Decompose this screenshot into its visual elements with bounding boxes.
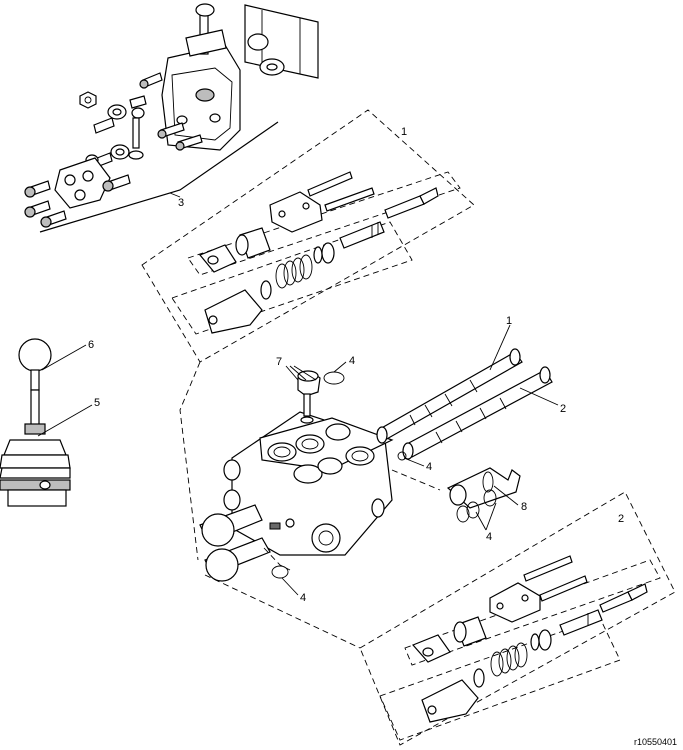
callout-3: 3 — [178, 197, 184, 209]
callout-6: 6 — [88, 339, 94, 351]
control-lever — [0, 338, 71, 507]
valve-body — [199, 411, 394, 582]
o-ring-bottom — [271, 565, 289, 579]
callout-4-bottom: 4 — [300, 592, 306, 604]
leader-lines — [37, 324, 559, 596]
kit-outline-upper — [141, 109, 475, 363]
callout-5: 5 — [94, 397, 100, 409]
spool-kit-lower — [411, 555, 648, 723]
spool-2 — [402, 366, 553, 460]
o-ring-spool — [397, 451, 407, 461]
callout-7: 7 — [276, 356, 282, 368]
callout-4-plug: 4 — [349, 355, 355, 367]
spool-kit-upper — [199, 171, 439, 334]
linkage-assembly — [24, 3, 319, 233]
callout-2-spool: 2 — [560, 403, 566, 415]
callout-8: 8 — [521, 501, 527, 513]
spool-1 — [376, 348, 523, 444]
callout-1-spool: 1 — [506, 315, 512, 327]
relief-cartridge — [446, 467, 521, 523]
callout-4-cartridge: 4 — [486, 531, 492, 543]
callout-labels: 1 3 6 5 7 4 1 2 4 8 4 2 4 — [88, 126, 624, 604]
callout-2-lower: 2 — [618, 513, 624, 525]
callout-1-upper: 1 — [401, 126, 407, 138]
callout-4-spool: 4 — [426, 461, 432, 473]
screw-group-top — [139, 72, 203, 151]
figure-reference-code: r10550401 — [634, 737, 677, 747]
kit-outline-lower — [359, 491, 676, 746]
rubber-boot — [0, 439, 71, 479]
